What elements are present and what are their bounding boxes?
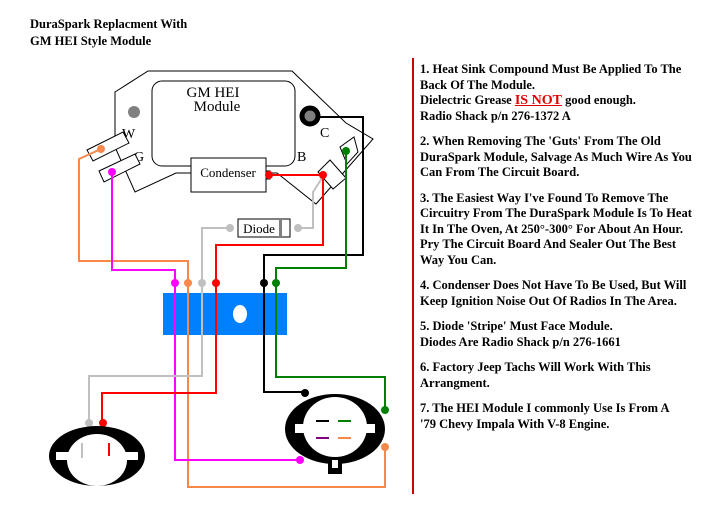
note-line: Can From The Circuit Board. bbox=[420, 165, 580, 179]
terminal-b-label: B bbox=[297, 150, 306, 165]
connector-block bbox=[163, 293, 287, 335]
dot bbox=[171, 279, 179, 287]
title-line-1: DuraSpark Replacment With bbox=[30, 17, 188, 31]
dot bbox=[85, 419, 93, 427]
mounting-hole-left bbox=[128, 106, 140, 118]
note-line: '79 Chevy Impala With V-8 Engine. bbox=[420, 416, 610, 431]
wire-orange bbox=[78, 148, 386, 488]
diode bbox=[237, 218, 291, 238]
note-line: 5. Diode 'Stripe' Must Face Module. bbox=[420, 319, 613, 333]
dot bbox=[265, 171, 273, 179]
dot bbox=[260, 279, 268, 287]
note-line: 4. Condenser Does Not Have To Be Used, B… bbox=[420, 278, 687, 292]
note-line: 6. Factory Jeep Tachs Will Work With Thi… bbox=[420, 360, 651, 374]
note-line: Way You Can. bbox=[420, 252, 497, 267]
module-label-2: Module bbox=[194, 99, 241, 115]
note-6: 6. Factory Jeep Tachs Will Work With Thi… bbox=[420, 360, 725, 391]
note-line: DuraSpark Module, Salvage As Much Wire A… bbox=[420, 149, 692, 164]
note-line: Circuitry From The DuraSpark Module Is T… bbox=[420, 206, 692, 220]
note-line: Arrangment. bbox=[420, 375, 490, 390]
note-line: It In The Oven, At 250°-300° For About A… bbox=[420, 221, 683, 236]
note-line: Diodes Are Radio Shack p/n 276-1661 bbox=[420, 334, 621, 349]
warning-emphasis: IS NOT bbox=[514, 93, 562, 108]
dot bbox=[198, 279, 206, 287]
note-line: Keep Ignition Noise Out Of Radios In The… bbox=[420, 293, 677, 308]
connector-block-hole bbox=[233, 305, 247, 323]
note-1: 1. Heat Sink Compound Must Be Applied To… bbox=[420, 62, 725, 124]
condenser bbox=[190, 157, 267, 193]
title-line-2: GM HEI Style Module bbox=[30, 34, 152, 48]
terminal-c-label: C bbox=[320, 126, 329, 141]
dot bbox=[381, 406, 389, 414]
condenser-label: Condenser bbox=[200, 165, 256, 180]
diagram-title: DuraSpark Replacment With GM HEI Style M… bbox=[30, 16, 187, 50]
wire-gray bbox=[298, 177, 323, 229]
terminal-w bbox=[86, 131, 130, 162]
note-line: 2. When Removing The 'Guts' From The Old bbox=[420, 134, 661, 148]
note-line: Radio Shack p/n 276-1372 A bbox=[420, 108, 571, 123]
wire-gray-2 bbox=[88, 227, 230, 420]
dot bbox=[342, 147, 350, 155]
wire-green bbox=[275, 151, 386, 410]
note-7: 7. The HEI Module I commonly Use Is From… bbox=[420, 401, 725, 432]
dot bbox=[296, 456, 304, 464]
dot bbox=[272, 279, 280, 287]
dot bbox=[212, 279, 220, 287]
dot bbox=[97, 145, 105, 153]
wire-magenta bbox=[111, 172, 300, 461]
note-warning-line: Dielectric Grease IS NOT good enough. bbox=[420, 93, 725, 109]
warning-suffix: good enough. bbox=[561, 93, 636, 107]
terminal-g bbox=[98, 153, 141, 183]
dot bbox=[319, 171, 327, 179]
dot bbox=[294, 224, 302, 232]
note-3: 3. The Easiest Way I've Found To Remove … bbox=[420, 191, 725, 269]
mounting-hole-right bbox=[299, 105, 321, 127]
note-line: 7. The HEI Module I commonly Use Is From… bbox=[420, 401, 670, 415]
dot bbox=[108, 168, 116, 176]
note-line: 3. The Easiest Way I've Found To Remove … bbox=[420, 190, 669, 205]
dot bbox=[184, 279, 192, 287]
dot bbox=[381, 443, 389, 451]
note-4: 4. Condenser Does Not Have To Be Used, B… bbox=[420, 278, 725, 309]
notes-panel: 1. Heat Sink Compound Must Be Applied To… bbox=[420, 62, 725, 442]
module-label-1: GM HEI bbox=[187, 85, 240, 101]
note-2: 2. When Removing The 'Guts' From The Old… bbox=[420, 134, 725, 181]
dot bbox=[226, 224, 234, 232]
note-line: 1. Heat Sink Compound Must Be Applied To… bbox=[420, 62, 682, 76]
warning-prefix: Dielectric Grease bbox=[420, 93, 515, 107]
notes-divider bbox=[412, 58, 414, 494]
terminal-g-label: G bbox=[134, 150, 144, 165]
dot bbox=[99, 419, 107, 427]
two-pin-plug bbox=[49, 426, 145, 486]
note-line: Back Of The Module. bbox=[420, 77, 536, 92]
diode-label: Diode bbox=[243, 221, 275, 236]
wire-black bbox=[263, 116, 364, 393]
note-line: Pry The Circuit Board And Sealer Out The… bbox=[420, 237, 677, 251]
dot bbox=[301, 389, 309, 397]
four-pin-plug bbox=[285, 394, 385, 474]
note-5: 5. Diode 'Stripe' Must Face Module. Diod… bbox=[420, 319, 725, 350]
diode-stripe bbox=[279, 219, 282, 237]
